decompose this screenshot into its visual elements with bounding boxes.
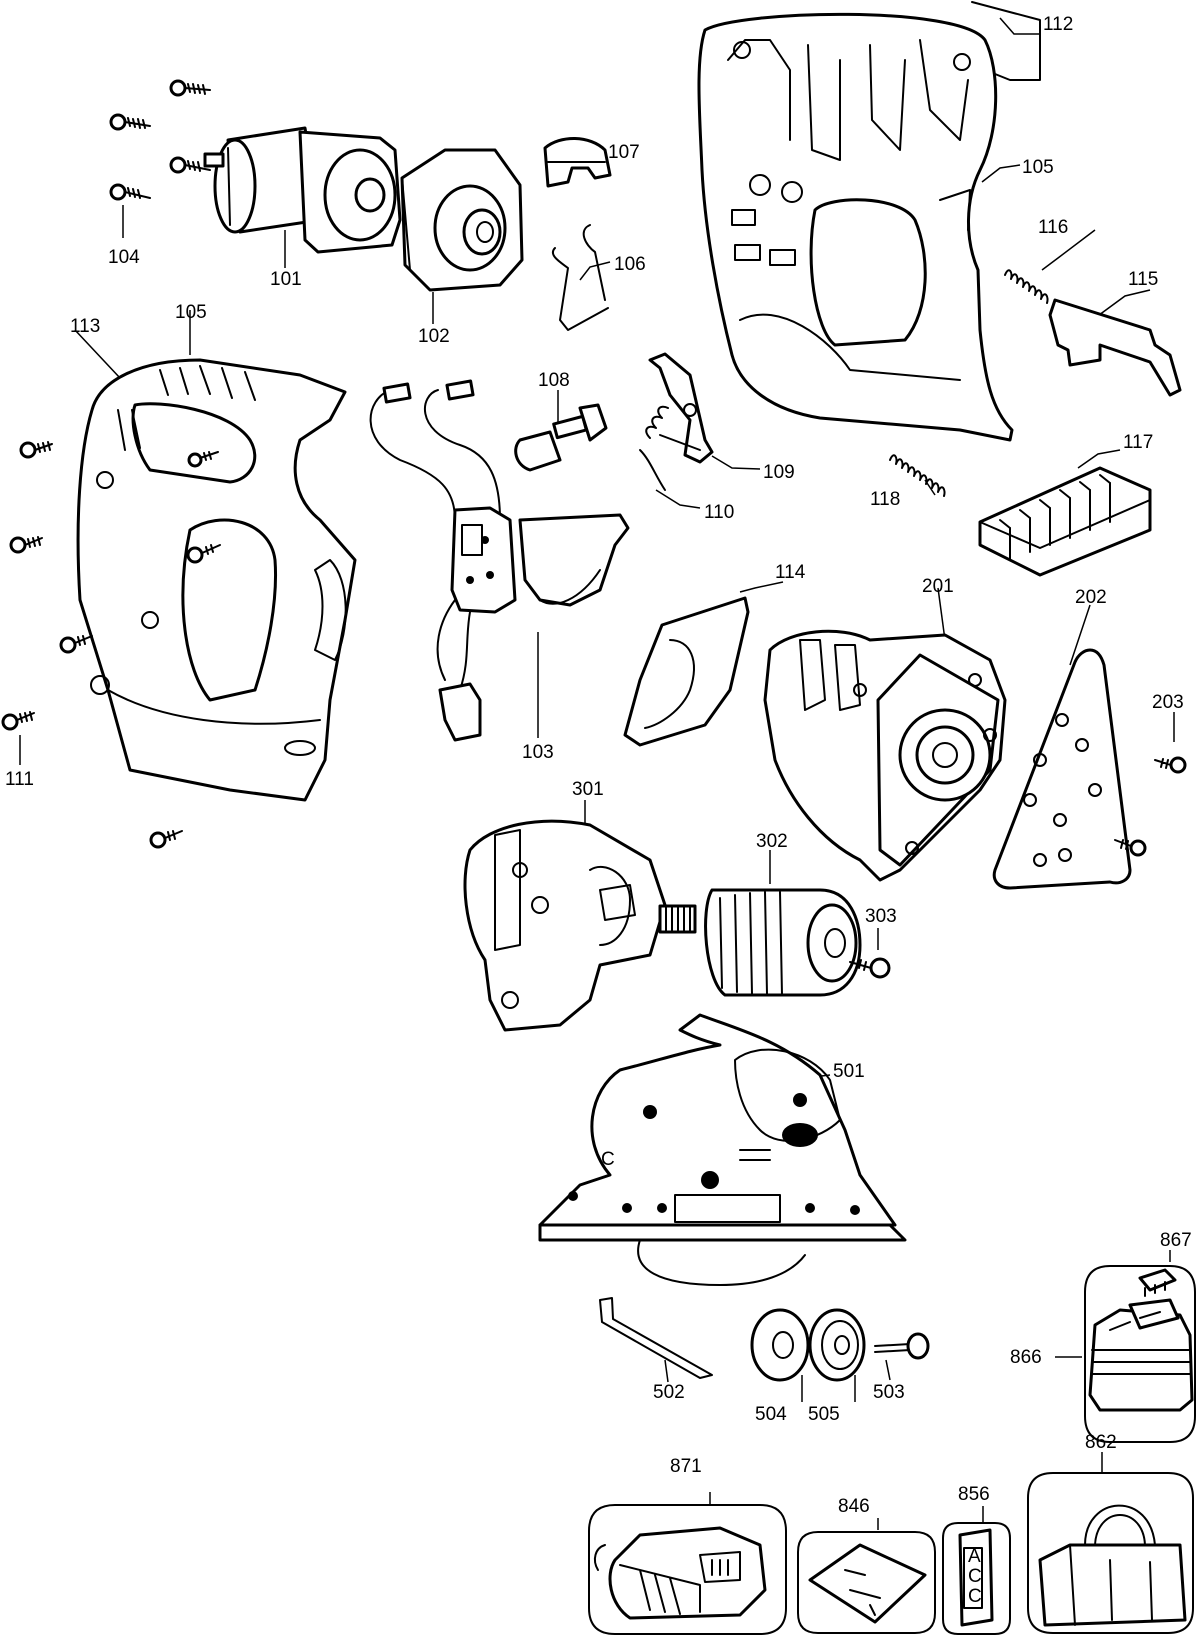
- label-302: 302: [756, 831, 788, 852]
- label-112: 112: [1043, 14, 1073, 35]
- lever-109[interactable]: [648, 352, 714, 464]
- charger-871[interactable]: [593, 1526, 767, 1620]
- saw-letter-c: C: [601, 1149, 615, 1170]
- manual-846[interactable]: [808, 1543, 927, 1624]
- motor-101[interactable]: [203, 126, 402, 254]
- label-501: 501: [833, 1061, 865, 1082]
- label-114: 114: [775, 562, 806, 583]
- battery-box-866: [1084, 1265, 1196, 1443]
- label-505: 505: [808, 1404, 840, 1425]
- label-107: 107: [608, 142, 640, 163]
- label-502: 502: [653, 1382, 685, 1403]
- label-202: 202: [1075, 587, 1107, 608]
- card-letter-c1: C: [968, 1566, 982, 1587]
- clip-107[interactable]: [543, 137, 612, 188]
- washer-504[interactable]: [750, 1308, 810, 1382]
- hex-key-502[interactable]: [599, 1297, 713, 1379]
- housing-left-105[interactable]: [76, 358, 357, 802]
- label-115: 115: [1128, 269, 1158, 290]
- label-110: 110: [704, 502, 734, 523]
- card-856[interactable]: A C C: [958, 1528, 994, 1627]
- label-203: 203: [1152, 692, 1184, 713]
- label-201: 201: [922, 576, 954, 597]
- knob-108[interactable]: [514, 403, 608, 472]
- label-101: 101: [270, 269, 302, 290]
- label-117: 117: [1123, 432, 1153, 453]
- tool-bag-862[interactable]: [1038, 1504, 1187, 1627]
- sander-head-201[interactable]: [763, 629, 1007, 882]
- label-856: 856: [958, 1484, 990, 1505]
- label-plate-112[interactable]: [971, 1, 1041, 81]
- manual-box-846: [797, 1531, 936, 1634]
- screws-111[interactable]: [1, 441, 221, 849]
- washer-505[interactable]: [808, 1308, 866, 1382]
- label-102: 102: [418, 326, 450, 347]
- label-116: 116: [1038, 217, 1068, 238]
- chuck-302[interactable]: [704, 888, 862, 997]
- lever-115[interactable]: [1048, 298, 1182, 397]
- label-504: 504: [755, 1404, 787, 1425]
- battery-cap-867[interactable]: [1138, 1268, 1177, 1297]
- charger-box-871: [588, 1504, 787, 1635]
- label-104: 104: [108, 247, 140, 268]
- label-105-right: 105: [1022, 157, 1054, 178]
- drill-head-301[interactable]: [463, 819, 697, 1032]
- label-871: 871: [670, 1456, 702, 1477]
- label-105-left: 105: [175, 302, 207, 323]
- spring-106[interactable]: [551, 224, 609, 331]
- label-303: 303: [865, 906, 897, 927]
- label-866: 866: [1010, 1347, 1042, 1368]
- saw-attachment-501[interactable]: C: [538, 1013, 907, 1286]
- label-867: 867: [1160, 1230, 1192, 1251]
- screws-203[interactable]: [1114, 756, 1187, 857]
- label-862: 862: [1085, 1432, 1117, 1453]
- screw-303[interactable]: [849, 957, 891, 979]
- label-108: 108: [538, 370, 570, 391]
- card-letter-a: A: [968, 1546, 981, 1567]
- label-113: [131, 402, 257, 484]
- spring-110[interactable]: [639, 405, 701, 491]
- housing-right-105[interactable]: [697, 12, 1014, 442]
- label-111: 111: [5, 769, 34, 790]
- card-letter-c2: C: [968, 1586, 982, 1607]
- bolt-503[interactable]: [874, 1332, 930, 1360]
- label-109: 109: [763, 462, 795, 483]
- card-box-856: [942, 1522, 1011, 1635]
- battery-866[interactable]: [1088, 1298, 1194, 1412]
- terminal-block-117[interactable]: [978, 466, 1152, 577]
- label-106: 106: [614, 254, 646, 275]
- label-103: 103: [522, 742, 554, 763]
- spring-118[interactable]: [889, 454, 946, 497]
- label-118: 118: [870, 489, 900, 510]
- label-113: 113: [70, 316, 100, 337]
- sanding-pad-202[interactable]: [992, 648, 1132, 890]
- label-301: 301: [572, 779, 604, 800]
- gearbox-102[interactable]: [400, 148, 524, 292]
- label-846: 846: [838, 1496, 870, 1517]
- part-labels: 112 105 116 115 117 118 107 106 108 109 …: [5, 14, 1192, 1517]
- spring-116[interactable]: [1004, 269, 1049, 304]
- bag-box-862: [1027, 1472, 1194, 1634]
- screws-104[interactable]: [109, 79, 211, 201]
- label-503: 503: [873, 1382, 905, 1403]
- switch-103[interactable]: [369, 379, 630, 742]
- grip-114[interactable]: [623, 596, 750, 747]
